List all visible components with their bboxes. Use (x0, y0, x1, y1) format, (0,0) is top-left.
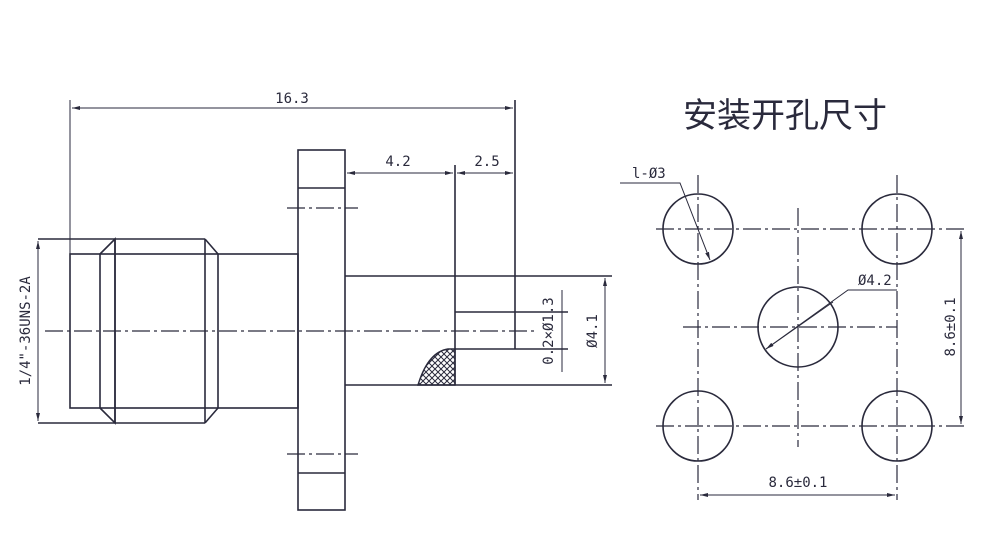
flange (287, 149, 358, 511)
corner-hole-bottom-left (662, 390, 734, 462)
shaft (345, 100, 612, 386)
center-hole-label: Ø4.2 (858, 273, 892, 289)
corner-hole-top-left (662, 193, 734, 265)
cutout-title: 安装开孔尺寸 (683, 96, 887, 136)
corner-hole-top-right (861, 193, 933, 265)
hatched-section (417, 348, 456, 386)
corner-holes-label: l-Ø3 (632, 166, 666, 182)
connector-side-view: 16.3 4.2 2.5 1/4"-36UNS-2A 0.2×Ø1.3 Ø4.1 (18, 91, 612, 511)
center-hole (757, 286, 839, 368)
corner-hole-bottom-right (861, 390, 933, 462)
overall-length-label: 16.3 (275, 91, 309, 107)
bore-spec-label: 0.2×Ø1.3 (541, 297, 557, 364)
horizontal-spacing-label: 8.6±0.1 (768, 475, 827, 491)
shaft-diameter-label: Ø4.1 (585, 314, 601, 348)
dim-b-label: 2.5 (474, 154, 499, 170)
panel-cutout-view: 安装开孔尺寸 l-Ø3 Ø4.2 8.6±0.1 8.6±0.1 (620, 96, 968, 500)
dim-a-label: 4.2 (385, 154, 410, 170)
thread-body (38, 237, 299, 425)
thread-spec-label: 1/4"-36UNS-2A (18, 276, 34, 386)
vertical-spacing-label: 8.6±0.1 (943, 297, 959, 356)
